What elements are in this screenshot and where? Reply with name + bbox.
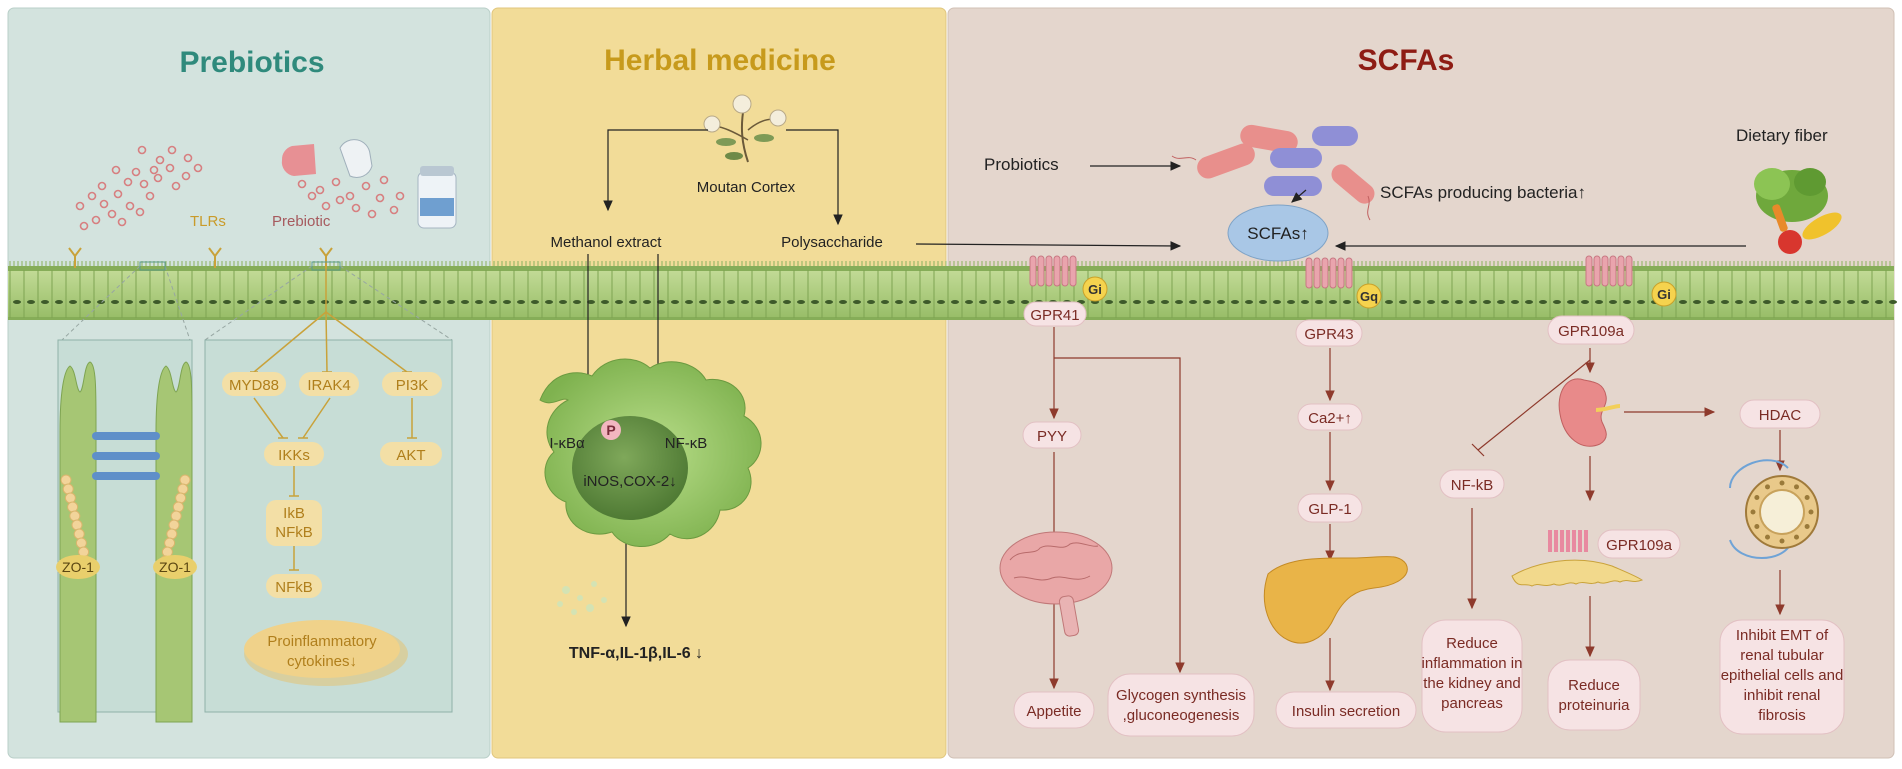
tight-junction-cells xyxy=(59,361,193,723)
tlr-receptor-icon xyxy=(68,247,333,268)
akt-node: AKT xyxy=(396,447,425,464)
bottle-icon xyxy=(417,166,457,229)
reduce-proteinuria-line1: Reduce xyxy=(1568,677,1620,694)
insulin-node: Insulin secretion xyxy=(1292,703,1400,720)
secreted-cytokine-dots xyxy=(557,581,607,615)
irak4-node: IRAK4 xyxy=(307,377,350,394)
herbal-title: Herbal medicine xyxy=(604,44,836,77)
scfas-panel xyxy=(947,7,1895,759)
myd88-node: MYD88 xyxy=(229,377,279,394)
gi2-label: Gi xyxy=(1657,287,1671,302)
glp1-node: GLP-1 xyxy=(1308,501,1351,518)
inhibit-emt-line4: inhibit renal xyxy=(1744,687,1821,704)
pancreas-icon xyxy=(1264,556,1408,644)
tnf-il-label: TNF-α,IL-1β,IL-6 ↓ xyxy=(569,645,703,662)
gpcr-receptors xyxy=(1029,255,1633,289)
prebiotics-title: Prebiotics xyxy=(179,46,324,79)
reduce-inflammation-node: Reduce inflammation in the kidney and pa… xyxy=(1422,635,1523,712)
tlrs-label: TLRs xyxy=(190,213,226,230)
cytokines-line1: Proinflammatory xyxy=(267,633,377,650)
scfas-pathway-nodes xyxy=(1013,301,1845,737)
gq-label: Gq xyxy=(1360,289,1378,304)
nfkb-node: NFkB xyxy=(275,579,313,596)
zoom-guide-lines xyxy=(61,265,453,341)
reduce-inflammation-line2: inflammation in xyxy=(1422,655,1523,672)
prebiotic-pathway-nodes xyxy=(222,372,442,686)
intestinal-epithelium xyxy=(8,261,1897,320)
scfas-nfkb-node: NF-kB xyxy=(1451,477,1494,494)
glycogen-line1: Glycogen synthesis xyxy=(1116,687,1246,704)
inhibit-emt-line5: fibrosis xyxy=(1758,707,1806,724)
ca2-node: Ca2+↑ xyxy=(1308,410,1352,427)
bacteria-icon xyxy=(1171,124,1375,221)
pyy-node: PYY xyxy=(1037,428,1067,445)
reduce-inflammation-line4: pancreas xyxy=(1441,695,1503,712)
reduce-proteinuria-line2: proteinuria xyxy=(1559,697,1631,714)
inhibit-emt-node: Inhibit EMT of renal tubular epithelial … xyxy=(1721,627,1844,724)
prebiotic-label: Prebiotic xyxy=(272,213,331,230)
phospho-label: P xyxy=(606,422,615,438)
inhibit-emt-line1: Inhibit EMT of xyxy=(1736,627,1829,644)
prebiotic-particles xyxy=(75,145,405,231)
scfas-title: SCFAs xyxy=(1358,44,1455,77)
bacteria-to-scfas-arrow xyxy=(1291,189,1307,203)
gpr109a-podocyte-node: GPR109a xyxy=(1606,537,1673,554)
zo1-left-pill xyxy=(56,555,100,579)
scfas-up-label: SCFAs↑ xyxy=(1247,224,1308,243)
methanol-extract-label: Methanol extract xyxy=(551,234,663,251)
pi3k-node: PI3K xyxy=(396,377,429,394)
kidney-icon xyxy=(1558,378,1621,447)
nfkb-complex-node: NFkB xyxy=(275,524,313,541)
moutan-cortex-label: Moutan Cortex xyxy=(697,179,796,196)
inhibit-emt-line3: epithelial cells and xyxy=(1721,667,1844,684)
renal-tubule-icon xyxy=(1729,459,1819,559)
phospho-circle xyxy=(601,420,621,440)
herbal-nfkb-label: NF-κB xyxy=(665,435,708,452)
glycogen-line2: ,gluconeogenesis xyxy=(1123,707,1240,724)
macrophage-cell xyxy=(539,358,762,547)
gq-protein xyxy=(1356,283,1382,309)
gpr109a-node: GPR109a xyxy=(1558,323,1625,340)
prebiotic-signal-lines xyxy=(250,268,417,571)
vegetables-icon xyxy=(1754,168,1842,254)
brain-icon xyxy=(999,531,1113,637)
reduce-proteinuria-node: Reduce proteinuria xyxy=(1559,677,1631,714)
polysaccharide-label: Polysaccharide xyxy=(781,234,883,251)
gi1-label: Gi xyxy=(1088,282,1102,297)
reduce-inflammation-line1: Reduce xyxy=(1446,635,1498,652)
reduce-inflammation-line3: the kidney and xyxy=(1423,675,1521,692)
dietary-fiber-label: Dietary fiber xyxy=(1736,126,1828,145)
appetite-node: Appetite xyxy=(1026,703,1081,720)
gi-protein-1 xyxy=(1082,276,1108,302)
zo1-right-label: ZO-1 xyxy=(159,559,191,575)
gpr41-node: GPR41 xyxy=(1030,307,1079,324)
moutan-cortex-plant-icon xyxy=(703,94,787,163)
zoom-box-left xyxy=(139,261,166,271)
probiotics-label: Probiotics xyxy=(984,155,1059,174)
inos-cox2-label: iNOS,COX-2↓ xyxy=(583,473,676,490)
scfas-pool xyxy=(1227,204,1329,262)
gi-protein-2 xyxy=(1651,281,1677,307)
capsule-icon xyxy=(281,139,373,178)
ikb-node: IkB xyxy=(283,505,305,522)
ikks-node: IKKs xyxy=(278,447,310,464)
zo1-right-pill xyxy=(153,555,197,579)
inhibit-emt-line2: renal tubular xyxy=(1740,647,1823,664)
hdac-node: HDAC xyxy=(1759,407,1802,424)
podocyte-icon xyxy=(1511,530,1644,587)
cytokines-line2: cytokines↓ xyxy=(287,653,357,670)
gpr43-node: GPR43 xyxy=(1304,326,1353,343)
zo1-left-label: ZO-1 xyxy=(62,559,94,575)
ikba-label: I-κBα xyxy=(549,435,585,452)
producing-bacteria-label: SCFAs producing bacteria↑ xyxy=(1380,183,1586,202)
